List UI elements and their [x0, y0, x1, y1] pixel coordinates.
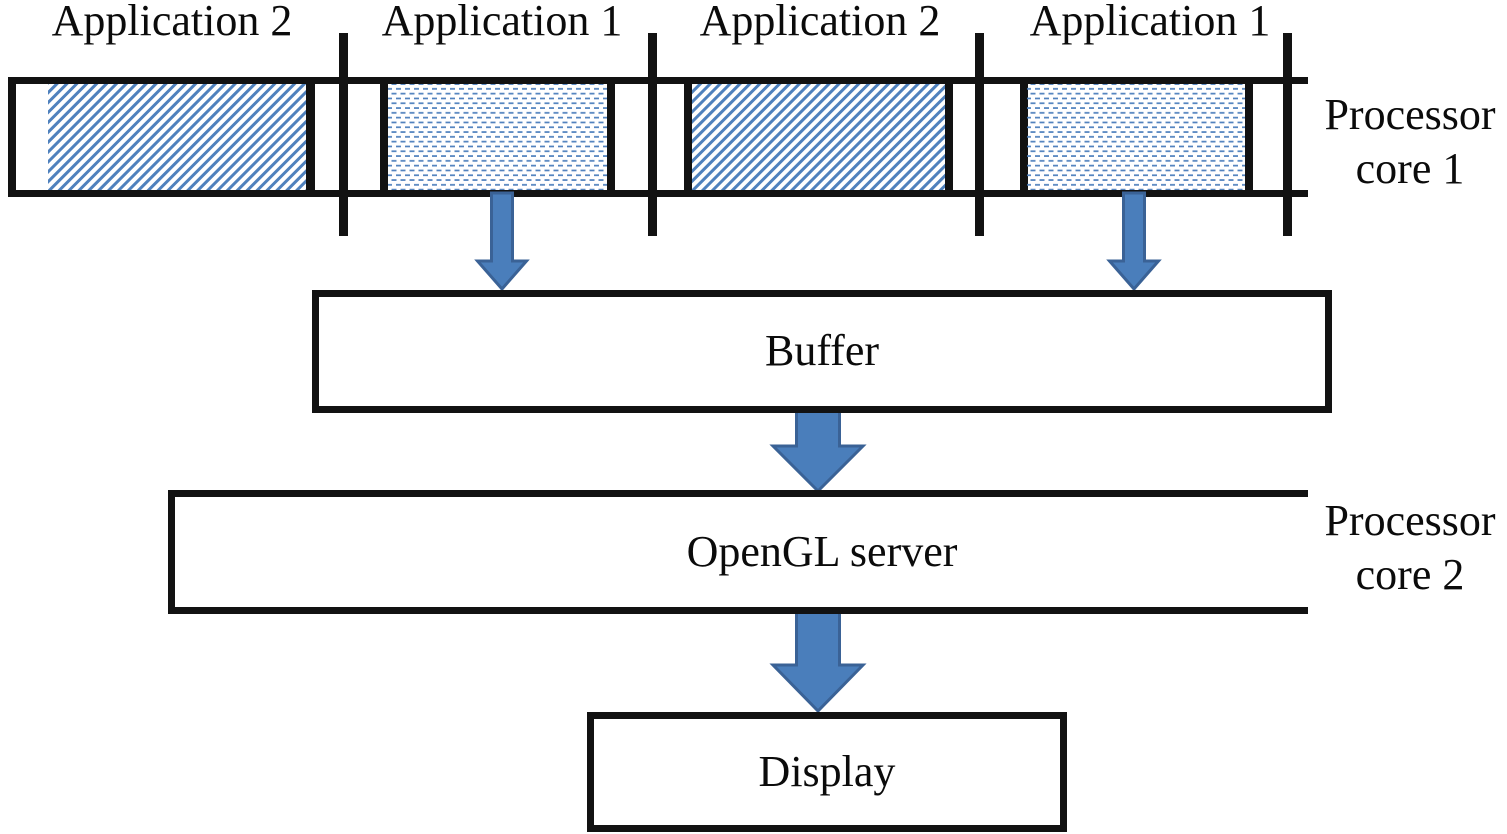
application-segment-label: Application 1	[1029, 0, 1271, 45]
slot-border-line	[380, 77, 388, 197]
segment-divider-line	[339, 33, 348, 236]
down-arrow-icon	[769, 609, 867, 714]
slot-border-line	[945, 77, 953, 197]
down-arrow-icon	[474, 191, 530, 292]
processor-core-2-label: Processor core 2	[1310, 494, 1507, 602]
application-2-activity-block	[692, 84, 945, 190]
opengl-left-cap	[168, 490, 175, 614]
slot-border-line	[1245, 77, 1253, 197]
buffer-label: Buffer	[764, 326, 880, 375]
slot-border-line	[684, 77, 692, 197]
segment-divider-line	[975, 33, 984, 236]
application-segment-label: Application 2	[51, 0, 293, 45]
opengl-top-rail	[168, 490, 1308, 497]
opengl-server-row	[168, 490, 1308, 614]
down-arrow-icon	[769, 407, 867, 494]
processor-core-2-label-line2: core 2	[1355, 550, 1465, 599]
application-2-activity-block	[48, 84, 306, 190]
buffer-box	[312, 290, 1332, 413]
application-segment-label: Application 1	[381, 0, 623, 45]
application-segment-label: Application 2	[699, 0, 941, 45]
processor-core-1-label: Processor core 1	[1310, 88, 1507, 196]
application-1-activity-block	[388, 84, 607, 190]
opengl-bottom-rail	[168, 607, 1308, 614]
down-arrow-icon	[1106, 191, 1162, 292]
timeline-top-rail	[8, 77, 1308, 84]
timeline-bottom-rail	[8, 190, 1308, 197]
processor-core-2-label-line1: Processor	[1324, 496, 1496, 545]
processor-core-1-label-line2: core 1	[1355, 144, 1465, 193]
slot-border-line	[306, 77, 315, 197]
application-1-activity-block	[1027, 84, 1245, 190]
processor-core-1-bar	[8, 33, 1308, 236]
slot-border-line	[8, 77, 16, 197]
display-label: Display	[758, 747, 896, 796]
segment-divider-line	[1283, 33, 1292, 236]
slot-border-line	[1020, 77, 1028, 197]
slot-border-line	[607, 77, 615, 197]
opengl-server-label: OpenGL server	[686, 527, 958, 576]
segment-divider-line	[648, 33, 657, 236]
display-box	[587, 712, 1067, 832]
processor-core-1-label-line1: Processor	[1324, 90, 1496, 139]
